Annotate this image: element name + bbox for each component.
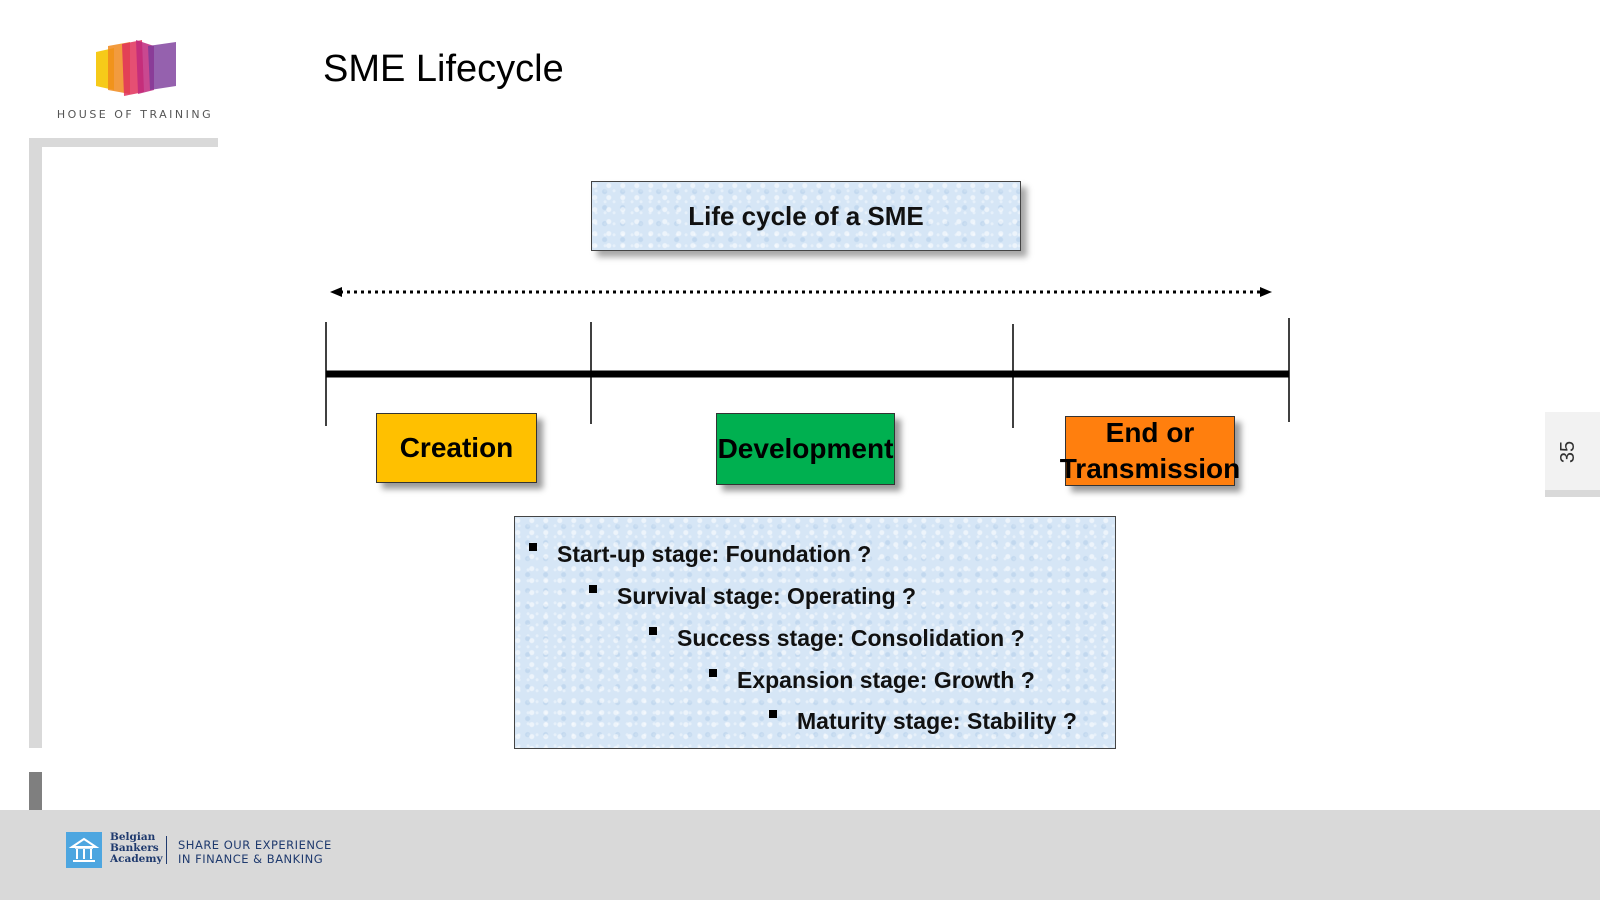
footer-separator <box>166 836 167 864</box>
frame-left-bar <box>29 138 42 748</box>
lifecycle-title-box: Life cycle of a SME <box>591 181 1021 251</box>
footer-tagline: SHARE OUR EXPERIENCE IN FINANCE & BANKIN… <box>178 838 332 866</box>
list-item: Success stage: Consolidation ? <box>649 625 1025 652</box>
bank-building-icon <box>66 832 102 868</box>
arrow-left-head <box>330 287 342 297</box>
footer-tagline-line-1: SHARE OUR EXPERIENCE <box>178 838 332 852</box>
bullet-icon <box>589 585 597 593</box>
stage-end-or-transmission: End or Transmission <box>1059 416 1241 486</box>
page-number: 35 <box>1557 440 1579 464</box>
list-item-text: Success stage: Consolidation ? <box>677 625 1025 651</box>
house-of-training-logo-icon <box>96 40 176 96</box>
stage-creation: Creation <box>376 413 537 483</box>
bullet-icon <box>649 627 657 635</box>
logo-text: HOUSE OF TRAINING <box>56 108 214 121</box>
bullet-icon <box>709 669 717 677</box>
list-item: Expansion stage: Growth ? <box>709 667 1035 694</box>
academy-name-line-3: Academy <box>110 853 163 865</box>
academy-name: Belgian Bankers Academy <box>110 832 163 865</box>
academy-name-line-2: Bankers <box>110 842 159 854</box>
list-item-text: Expansion stage: Growth ? <box>737 667 1035 693</box>
list-item-text: Maturity stage: Stability ? <box>797 708 1077 734</box>
list-item: Maturity stage: Stability ? <box>769 708 1077 735</box>
page-title: SME Lifecycle <box>323 48 564 90</box>
page-number-tab <box>1545 412 1600 497</box>
bullet-icon <box>529 543 537 551</box>
footer <box>0 810 1600 900</box>
frame-top-bar <box>29 138 218 147</box>
list-item-text: Survival stage: Operating ? <box>617 583 917 609</box>
stage-list-box: Start-up stage: Foundation ? Survival st… <box>514 516 1116 749</box>
list-item: Start-up stage: Foundation ? <box>529 541 872 568</box>
academy-name-line-1: Belgian <box>110 831 156 843</box>
list-item: Survival stage: Operating ? <box>589 583 917 610</box>
stage-development: Development <box>716 413 895 485</box>
footer-tagline-line-2: IN FINANCE & BANKING <box>178 852 324 866</box>
bullet-icon <box>769 710 777 718</box>
list-item-text: Start-up stage: Foundation ? <box>557 541 872 567</box>
arrow-right-head <box>1260 287 1272 297</box>
